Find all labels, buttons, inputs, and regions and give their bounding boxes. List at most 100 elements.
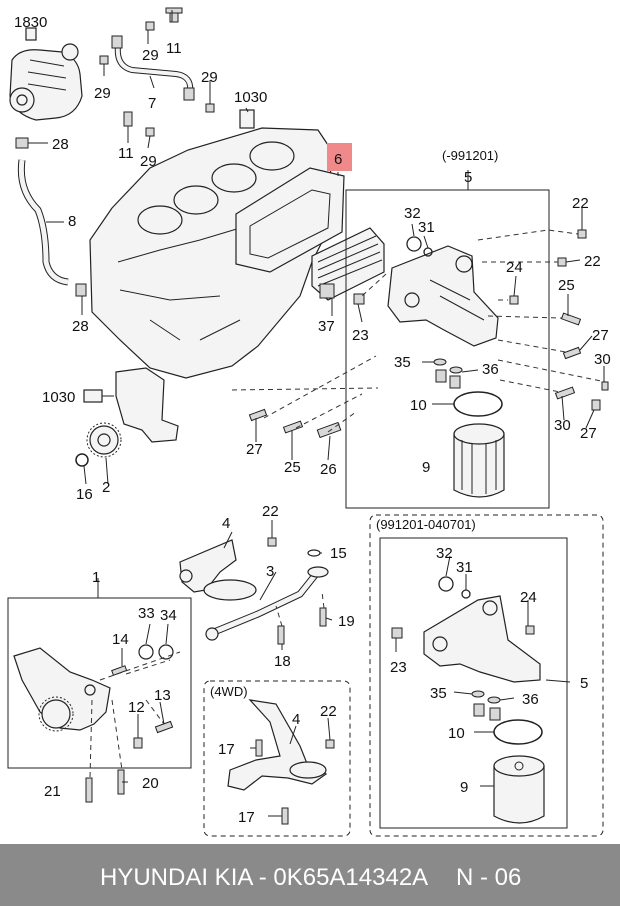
bolt-27a xyxy=(562,346,582,360)
label-5-b: 5 xyxy=(580,675,588,692)
label-16: 16 xyxy=(76,486,93,503)
label-22-b: 22 xyxy=(584,253,601,270)
label-29-a: 29 xyxy=(142,47,159,64)
label-6: 6 xyxy=(334,151,342,168)
label-35-b: 35 xyxy=(430,685,447,702)
label-22-d: 22 xyxy=(320,703,337,720)
oil-filter-bracket-b xyxy=(423,595,541,683)
o-ring-33 xyxy=(138,644,154,660)
bolt-22b xyxy=(557,257,567,267)
label-30-a: 30 xyxy=(594,351,611,368)
label-20: 20 xyxy=(142,775,159,792)
bolt-13 xyxy=(154,720,174,734)
bolt-25-left xyxy=(282,420,304,434)
label-29-b: 29 xyxy=(94,85,111,102)
label-4wd: (4WD) xyxy=(210,684,248,699)
label-29-d: 29 xyxy=(140,153,157,170)
label-10-a: 10 xyxy=(410,397,427,414)
plug-30a xyxy=(601,381,609,391)
label-11-b: 11 xyxy=(118,145,134,162)
label-2: 2 xyxy=(102,479,110,496)
bolt-11-mid xyxy=(123,111,133,127)
label-27-c: 27 xyxy=(246,441,263,458)
bolt-17b xyxy=(281,807,289,825)
plug-12 xyxy=(133,737,143,749)
footer-bar: HYUNDAI KIA - 0K65A14342A N - 06 xyxy=(0,844,620,906)
washer-29-d xyxy=(145,127,155,137)
bolt-19 xyxy=(319,607,327,627)
oil-pump-1 xyxy=(13,647,111,732)
date-range-1: (-991201) xyxy=(442,148,498,163)
oil-pickup-4wd xyxy=(227,699,328,791)
label-36-b: 36 xyxy=(522,691,539,708)
label-24-a: 24 xyxy=(506,259,523,276)
label-8: 8 xyxy=(68,213,76,230)
label-22-c: 22 xyxy=(262,503,279,520)
label-17-b: 17 xyxy=(238,809,255,826)
washer-36a xyxy=(449,366,463,374)
bolt-23b xyxy=(391,627,403,639)
label-35-a: 35 xyxy=(394,354,411,371)
o-ring-32a xyxy=(406,236,422,252)
label-1830: 1830 xyxy=(14,14,47,31)
label-27-a: 27 xyxy=(592,327,609,344)
plug-36b xyxy=(489,707,501,721)
oil-pipe-3 xyxy=(205,566,329,641)
label-33: 33 xyxy=(138,605,155,622)
label-30-b: 30 xyxy=(554,417,571,434)
label-1030-b: 1030 xyxy=(42,389,75,406)
bolt-17a xyxy=(255,739,263,757)
date-range-2: (991201-040701) xyxy=(376,517,476,532)
label-17-a: 17 xyxy=(218,741,235,758)
label-31-b: 31 xyxy=(456,559,473,576)
bolt-22a xyxy=(577,229,587,239)
plug-35a xyxy=(435,369,447,383)
label-15: 15 xyxy=(330,545,347,562)
label-27-b: 27 xyxy=(580,425,597,442)
washer-28-a xyxy=(15,137,29,149)
nut-22c xyxy=(267,537,277,547)
bearing-cap xyxy=(83,367,179,443)
label-10-b: 10 xyxy=(448,725,465,742)
label-26: 26 xyxy=(320,461,337,478)
label-13: 13 xyxy=(154,687,171,704)
label-9-a: 9 xyxy=(422,459,430,476)
bolt-26 xyxy=(316,421,342,439)
gasket-10b xyxy=(493,719,543,745)
label-37: 37 xyxy=(318,318,335,335)
label-31-a: 31 xyxy=(418,219,435,236)
label-4-a: 4 xyxy=(222,515,230,532)
label-5-a: 5 xyxy=(464,169,472,186)
oil-cooler-37 xyxy=(311,227,385,301)
bolt-23a xyxy=(353,293,365,305)
label-19: 19 xyxy=(338,613,355,630)
page-code: N - 06 xyxy=(456,864,522,891)
bolt-27b xyxy=(591,399,601,411)
plug-35b xyxy=(473,703,485,717)
label-28-b: 28 xyxy=(72,318,89,335)
label-34: 34 xyxy=(160,607,177,624)
label-25-b: 25 xyxy=(284,459,301,476)
nut-22d xyxy=(325,739,335,749)
bolt-27-left xyxy=(248,408,268,422)
o-ring-34 xyxy=(158,644,174,660)
label-1030-a: 1030 xyxy=(234,89,267,106)
bolt-21 xyxy=(85,777,93,803)
oil-pickup-4 xyxy=(179,539,257,601)
washer-29-c xyxy=(205,103,215,113)
label-23-b: 23 xyxy=(390,659,407,676)
label-32-b: 32 xyxy=(436,545,453,562)
washer-29-a xyxy=(145,21,155,31)
nut-24a xyxy=(509,295,519,305)
label-9-b: 9 xyxy=(460,779,468,796)
highlight-marker xyxy=(327,143,352,171)
washer-35b xyxy=(471,690,485,698)
label-4-b: 4 xyxy=(292,711,300,728)
label-23-a: 23 xyxy=(352,327,369,344)
label-12: 12 xyxy=(128,699,145,716)
snap-ring-16 xyxy=(75,453,89,467)
part-number: HYUNDAI KIA - 0K65A14342A xyxy=(100,864,429,891)
washer-35a xyxy=(433,358,447,366)
label-28-a: 28 xyxy=(52,136,69,153)
engine-parts-diagram: 1830 11 29 29 7 29 1030 28 11 29 6 8 28 … xyxy=(7,7,611,837)
